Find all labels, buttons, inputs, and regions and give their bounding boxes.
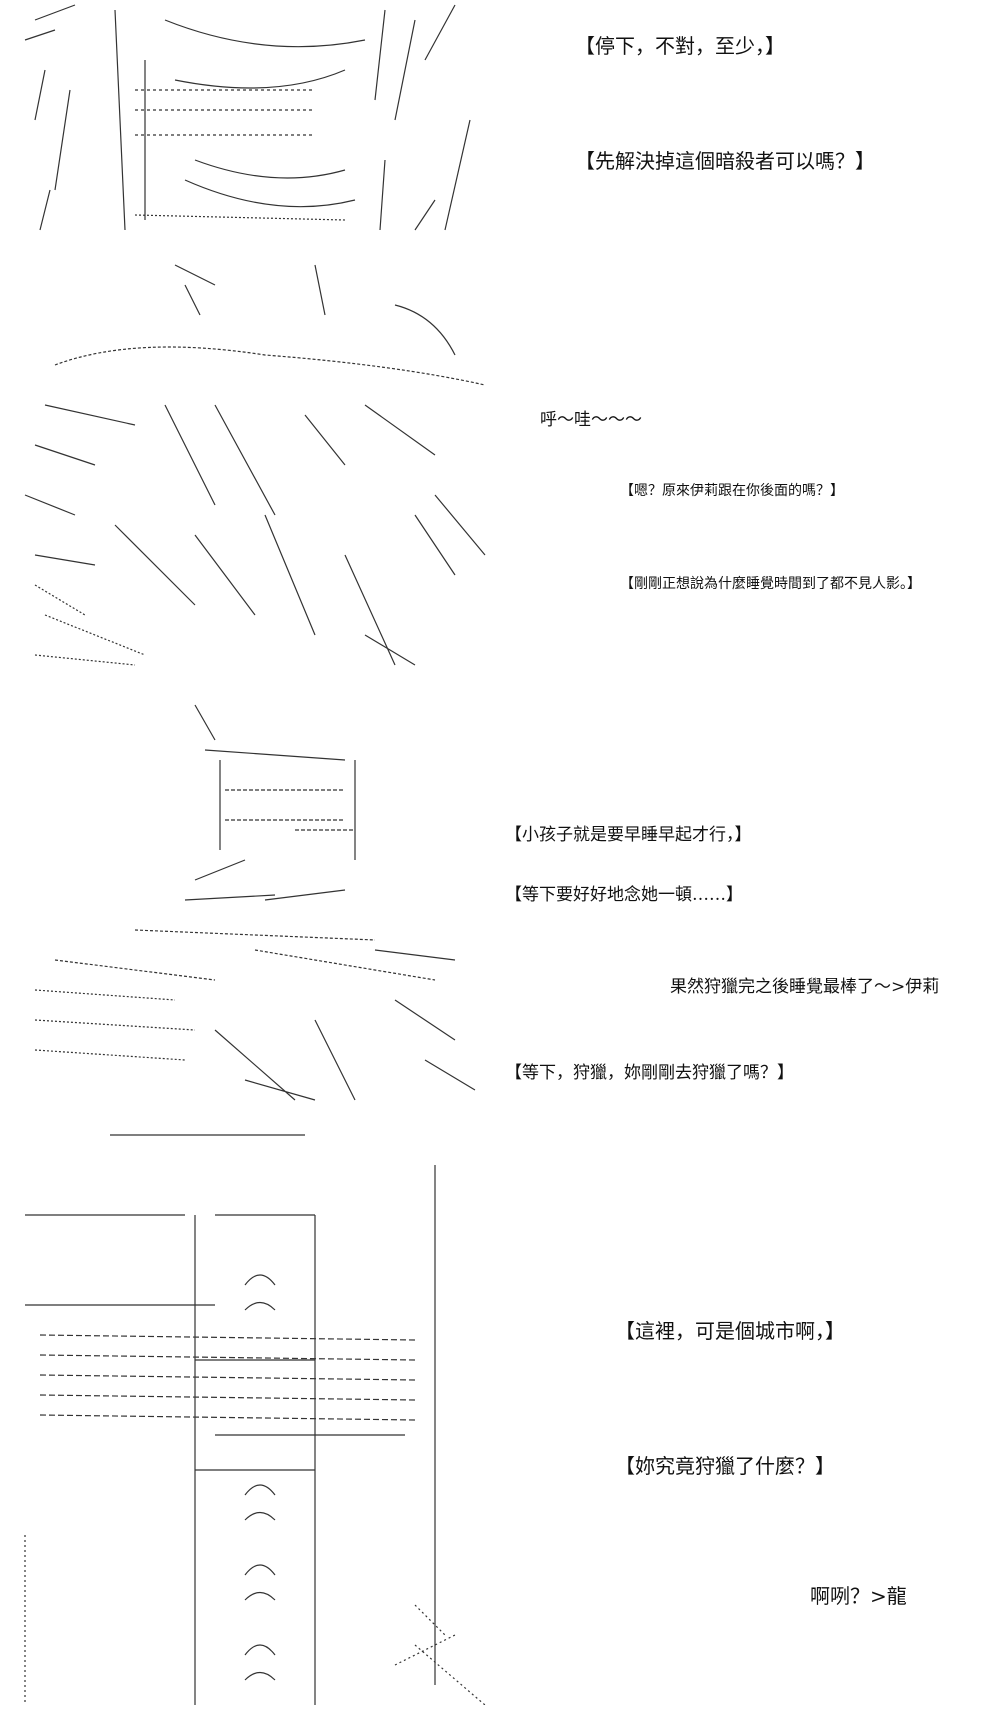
- ascii-art-mechanical-figure: [15, 700, 495, 1110]
- dialog-line: 【小孩子就是要早睡早起才行，】: [505, 825, 752, 845]
- dialog-line: 果然狩獵完之後睡覺最棒了～>伊莉: [670, 977, 940, 997]
- dialog-line: 【等下要好好地念她一頓……】: [505, 885, 743, 905]
- ascii-art-crowd-group: [15, 255, 495, 675]
- dialog-line: 【妳究竟狩獵了什麼？】: [615, 1454, 835, 1478]
- ascii-art-building-facade: [15, 1125, 495, 1705]
- ascii-art-assassin-figure: [15, 0, 495, 240]
- dialog-line: 【停下，不對，至少，】: [575, 34, 785, 58]
- dialog-line: 啊咧？>龍: [810, 1584, 907, 1608]
- panel-1: 【停下，不對，至少，】 【先解決掉這個暗殺者可以嗎？】: [0, 0, 1000, 240]
- dialog-line: 呼～哇～～～: [540, 410, 642, 430]
- dialog-line: 【剛剛正想說為什麼睡覺時間到了都不見人影。】: [620, 576, 921, 592]
- dialog-line: 【嗯？原來伊莉跟在你後面的嗎？】: [620, 483, 844, 499]
- dialog-line: 【等下，狩獵，妳剛剛去狩獵了嗎？】: [505, 1063, 794, 1083]
- dialog-line: 【這裡，可是個城市啊，】: [615, 1319, 845, 1343]
- panel-4: 【這裡，可是個城市啊，】 【妳究竟狩獵了什麼？】 啊咧？>龍: [0, 1125, 1000, 1705]
- panel-3: 【小孩子就是要早睡早起才行，】 【等下要好好地念她一頓……】 果然狩獵完之後睡覺…: [0, 700, 1000, 1110]
- dialog-line: 【先解決掉這個暗殺者可以嗎？】: [575, 149, 875, 173]
- panel-2: 呼～哇～～～ 【嗯？原來伊莉跟在你後面的嗎？】 【剛剛正想說為什麼睡覺時間到了都…: [0, 255, 1000, 685]
